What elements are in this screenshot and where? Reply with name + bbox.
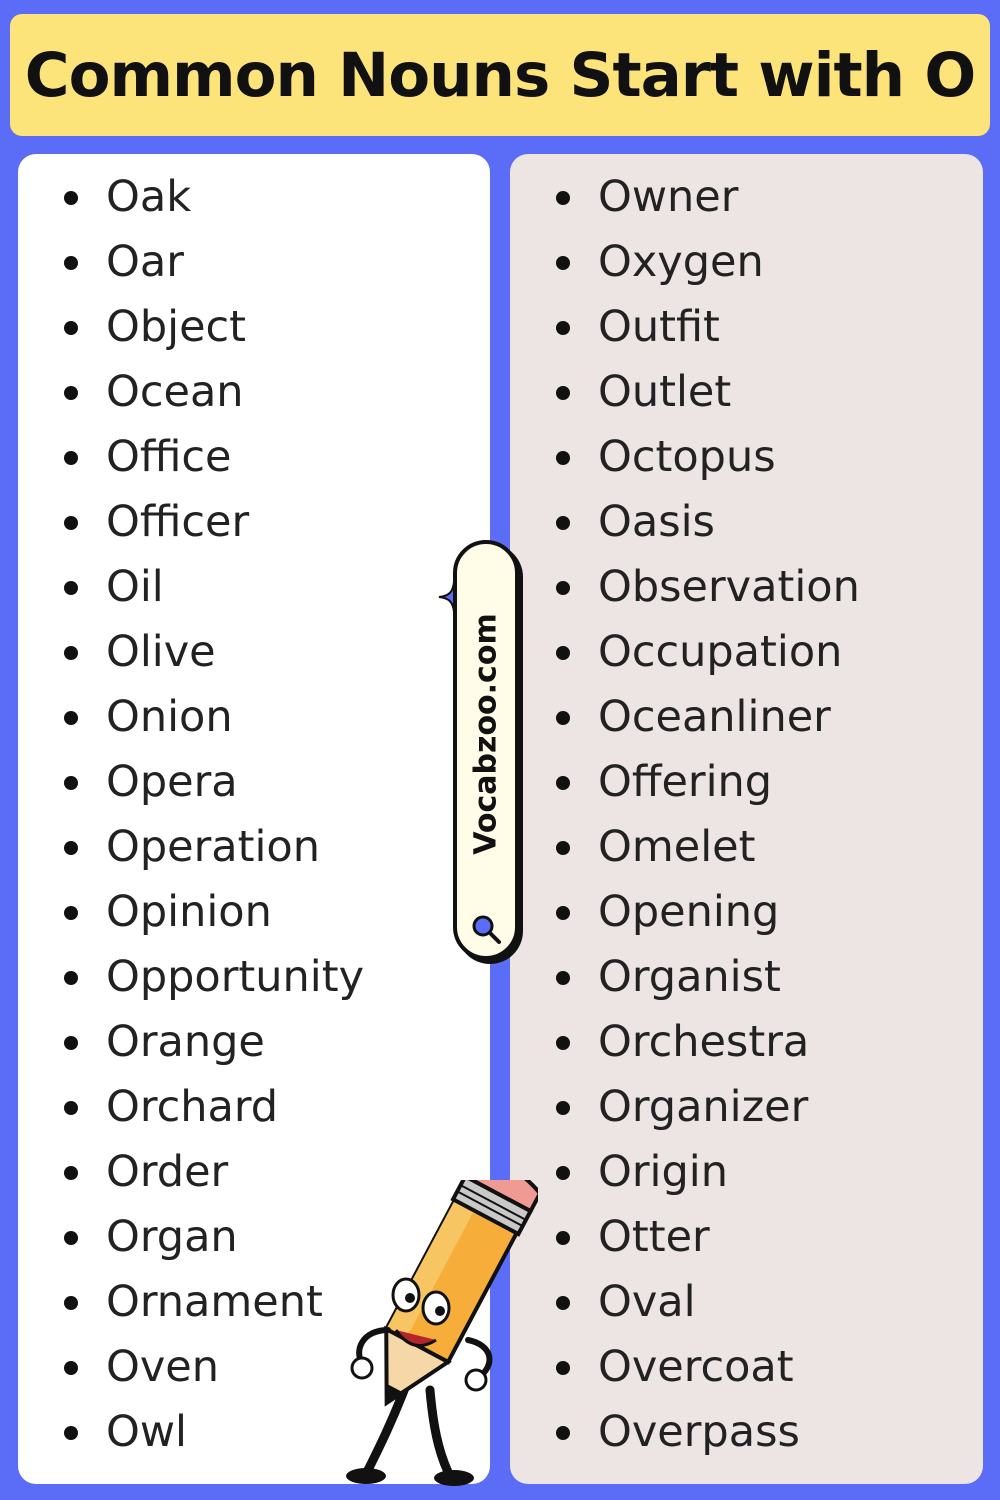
list-item: Oar — [64, 230, 364, 295]
list-item: Oven — [64, 1335, 364, 1400]
list-item: Observation — [556, 555, 860, 620]
list-item: Oceanliner — [556, 685, 860, 750]
list-item: Ornament — [64, 1270, 364, 1335]
list-item: Operation — [64, 815, 364, 880]
list-item: Oasis — [556, 490, 860, 555]
list-item: Object — [64, 295, 364, 360]
list-item: Octopus — [556, 425, 860, 490]
list-item: Overpass — [556, 1400, 860, 1465]
list-item: Omelet — [556, 815, 860, 880]
list-item: Offering — [556, 750, 860, 815]
list-item: Organizer — [556, 1075, 860, 1140]
list-item: Office — [64, 425, 364, 490]
search-icon — [472, 915, 501, 944]
list-item: Origin — [556, 1140, 860, 1205]
list-item: Oil — [64, 555, 364, 620]
page-title: Common Nouns Start with O — [24, 39, 976, 111]
list-item: Onion — [64, 685, 364, 750]
list-item: Organist — [556, 945, 860, 1010]
list-item: Opinion — [64, 880, 364, 945]
list-item: Orange — [64, 1010, 364, 1075]
title-banner: Common Nouns Start with O — [10, 14, 990, 136]
left-word-panel: Oak Oar Object Ocean Office Officer Oil … — [18, 154, 490, 1484]
list-item: Order — [64, 1140, 364, 1205]
list-item: Oak — [64, 165, 364, 230]
pencil-mascot-icon — [346, 1180, 538, 1486]
watermark-badge: Vocabzoo.com — [453, 540, 519, 960]
list-item: Owner — [556, 165, 860, 230]
left-word-list: Oak Oar Object Ocean Office Officer Oil … — [64, 165, 364, 1465]
list-item: Otter — [556, 1205, 860, 1270]
list-item: Opportunity — [64, 945, 364, 1010]
right-word-list: Owner Oxygen Outfit Outlet Octopus Oasis… — [556, 165, 860, 1465]
list-item: Officer — [64, 490, 364, 555]
list-item: Olive — [64, 620, 364, 685]
list-item: Organ — [64, 1205, 364, 1270]
list-item: Orchestra — [556, 1010, 860, 1075]
list-item: Owl — [64, 1400, 364, 1465]
list-item: Ocean — [64, 360, 364, 425]
list-item: Oxygen — [556, 230, 860, 295]
list-item: Outfit — [556, 295, 860, 360]
list-item: Overcoat — [556, 1335, 860, 1400]
list-item: Oval — [556, 1270, 860, 1335]
watermark-text: Vocabzoo.com — [468, 613, 504, 855]
list-item: Outlet — [556, 360, 860, 425]
right-word-panel: Owner Oxygen Outfit Outlet Octopus Oasis… — [510, 154, 983, 1484]
list-item: Opera — [64, 750, 364, 815]
list-item: Occupation — [556, 620, 860, 685]
list-item: Orchard — [64, 1075, 364, 1140]
list-item: Opening — [556, 880, 860, 945]
